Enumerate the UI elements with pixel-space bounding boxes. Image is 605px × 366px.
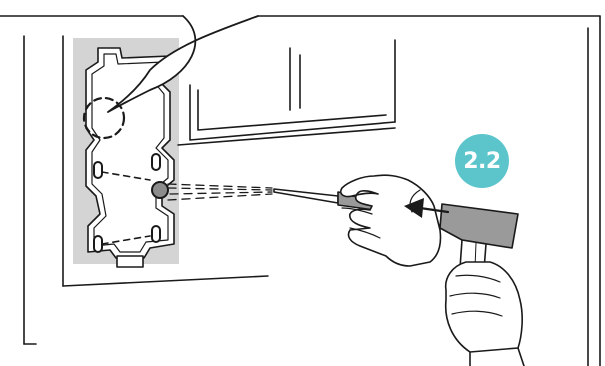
step-badge: 2.2 — [455, 134, 509, 188]
hand-icon — [341, 175, 441, 266]
sight-lines — [168, 184, 272, 200]
hammer-icon — [440, 204, 524, 366]
wall-frame — [178, 40, 395, 145]
